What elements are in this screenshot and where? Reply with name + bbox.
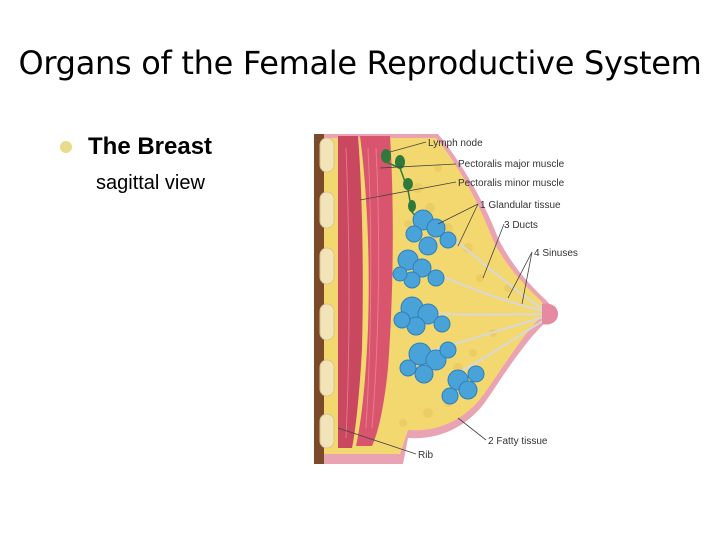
muscle-striations: [345, 147, 380, 439]
breast-anatomy-figure: Lymph node Pectoralis major muscle Pecto…: [308, 128, 600, 464]
label-sinuses: 4 Sinuses: [534, 248, 578, 259]
label-rib: Rib: [418, 450, 433, 461]
pectoralis-major: [356, 136, 393, 446]
label-glandular-tissue: 1 Glandular tissue: [480, 200, 561, 211]
nipple: [542, 303, 558, 325]
pectoralis-minor: [338, 136, 363, 448]
bullet-item: The Breast: [60, 133, 212, 161]
label-pectoralis-major: Pectoralis major muscle: [458, 159, 565, 170]
label-ducts: 3 Ducts: [504, 220, 538, 231]
breast-anatomy-illustration: Lymph node Pectoralis major muscle Pecto…: [314, 134, 578, 464]
label-lymph-node: Lymph node: [428, 138, 483, 149]
glandular-lobules: [392, 209, 485, 405]
bullet-text: The Breast: [88, 133, 213, 160]
label-fatty-tissue: 2 Fatty tissue: [488, 436, 548, 447]
label-pectoralis-minor: Pectoralis minor muscle: [458, 178, 565, 189]
bullet-subtext: sagittal view: [96, 172, 205, 194]
chest-wall-edge: [314, 134, 324, 464]
bullet-dot-icon: [60, 141, 72, 153]
ribs: [319, 137, 335, 449]
label-leader-lines: [337, 141, 533, 455]
slide-title: Organs of the Female Reproductive System: [18, 44, 702, 82]
